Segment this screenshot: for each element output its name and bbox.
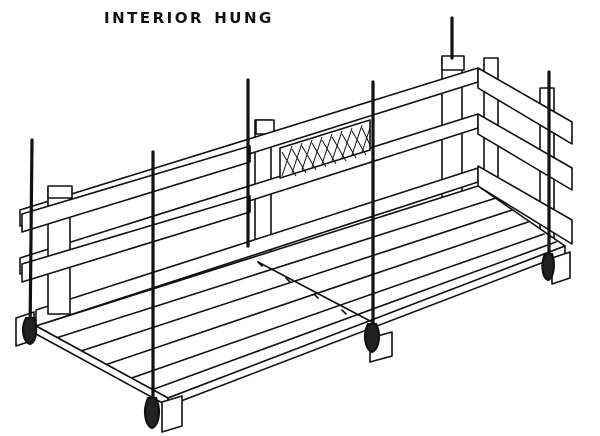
front-guardrails bbox=[21, 145, 251, 283]
rope-1 bbox=[28, 138, 34, 338]
left-post-cap bbox=[47, 185, 73, 199]
front-rail-top bbox=[21, 145, 251, 233]
bearer-left-front bbox=[161, 395, 183, 433]
rope-slings bbox=[21, 252, 555, 430]
front-rail-bottom bbox=[21, 195, 251, 283]
diagram-title: Interior Hung bbox=[104, 4, 274, 29]
toeboard-mesh bbox=[279, 119, 371, 179]
plank-joint bbox=[257, 261, 373, 323]
suspension-ropes bbox=[28, 16, 551, 420]
